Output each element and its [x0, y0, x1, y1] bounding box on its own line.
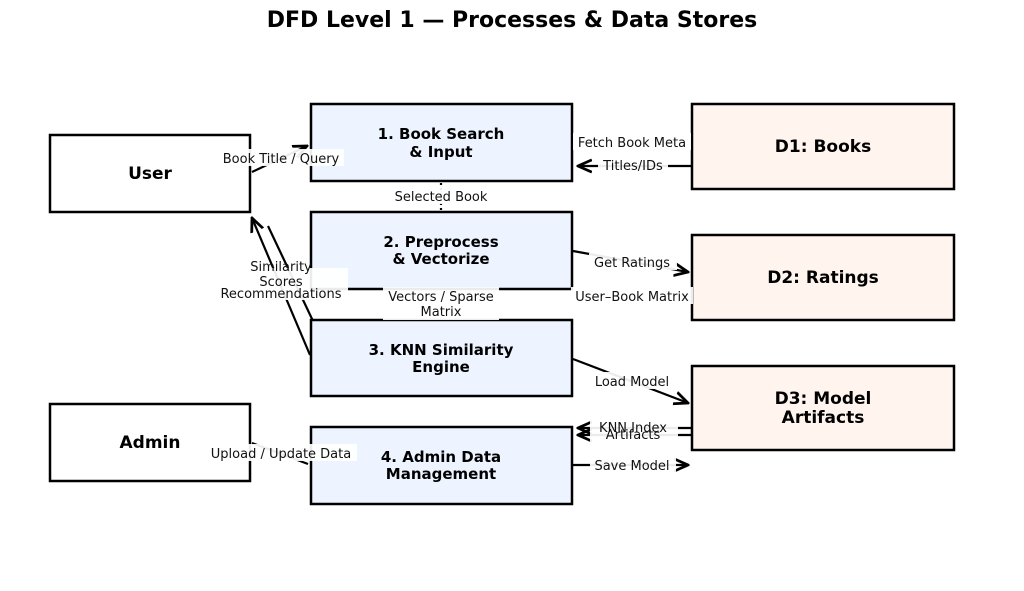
- store-model-box: [690, 364, 956, 452]
- entity-admin-box: [48, 402, 252, 483]
- flow-label-get-ratings: Get Ratings: [594, 256, 670, 271]
- store-model-label-1: D3: Model: [775, 389, 872, 409]
- process-knn-box: [309, 318, 574, 398]
- flow-label-vectors-sparse-1: Vectors / Sparse: [388, 290, 493, 305]
- process-search-box: [309, 102, 574, 183]
- flow-label-save-model: Save Model: [594, 459, 669, 474]
- flow-label-recommendations: Recommendations: [220, 287, 341, 302]
- store-model-label-2: Artifacts: [782, 408, 865, 428]
- process-knn-label-1: 3. KNN Similarity: [369, 341, 514, 359]
- process-knn-label-2: Engine: [412, 358, 470, 376]
- process-admin-label-1: 4. Admin Data: [381, 448, 501, 466]
- flow-label-user-book-matrix: User–Book Matrix: [575, 290, 689, 305]
- entity-user-label: User: [128, 164, 172, 184]
- store-ratings-label: D2: Ratings: [767, 268, 879, 288]
- diagram-title: DFD Level 1 — Processes & Data Stores: [267, 8, 757, 33]
- process-search-label-2: & Input: [409, 143, 472, 161]
- flow-label-vectors-sparse-2: Matrix: [421, 305, 462, 320]
- process-preprocess-box: [309, 210, 574, 291]
- process-search-label-1: 1. Book Search: [378, 125, 505, 143]
- flow-label-knn-index: KNN Index: [599, 421, 667, 436]
- flow-label-selected-book: Selected Book: [395, 190, 488, 205]
- flow-label-titles-ids: Titles/IDs: [602, 159, 663, 174]
- process-preprocess-label-2: & Vectorize: [392, 250, 489, 268]
- flow-label-similarity-1: Similarity: [250, 260, 312, 275]
- entity-admin-label: Admin: [120, 433, 181, 453]
- flow-label-artifacts: Artifacts: [606, 428, 661, 443]
- process-admin-label-2: Management: [386, 465, 496, 483]
- store-ratings-box: [690, 233, 956, 322]
- flow-label-load-model: Load Model: [595, 375, 669, 390]
- entity-user-box: [48, 133, 252, 214]
- process-admin-box: [309, 425, 574, 506]
- process-preprocess-label-1: 2. Preprocess: [383, 233, 498, 251]
- flow-label-book-title-query: Book Title / Query: [223, 152, 340, 167]
- flow-label-fetch-book-meta: Fetch Book Meta: [578, 136, 686, 151]
- store-books-label: D1: Books: [775, 137, 871, 157]
- flow-label-upload-update: Upload / Update Data: [211, 447, 351, 462]
- store-books-box: [690, 102, 956, 191]
- flow-label-similarity-2: Scores: [259, 275, 302, 290]
